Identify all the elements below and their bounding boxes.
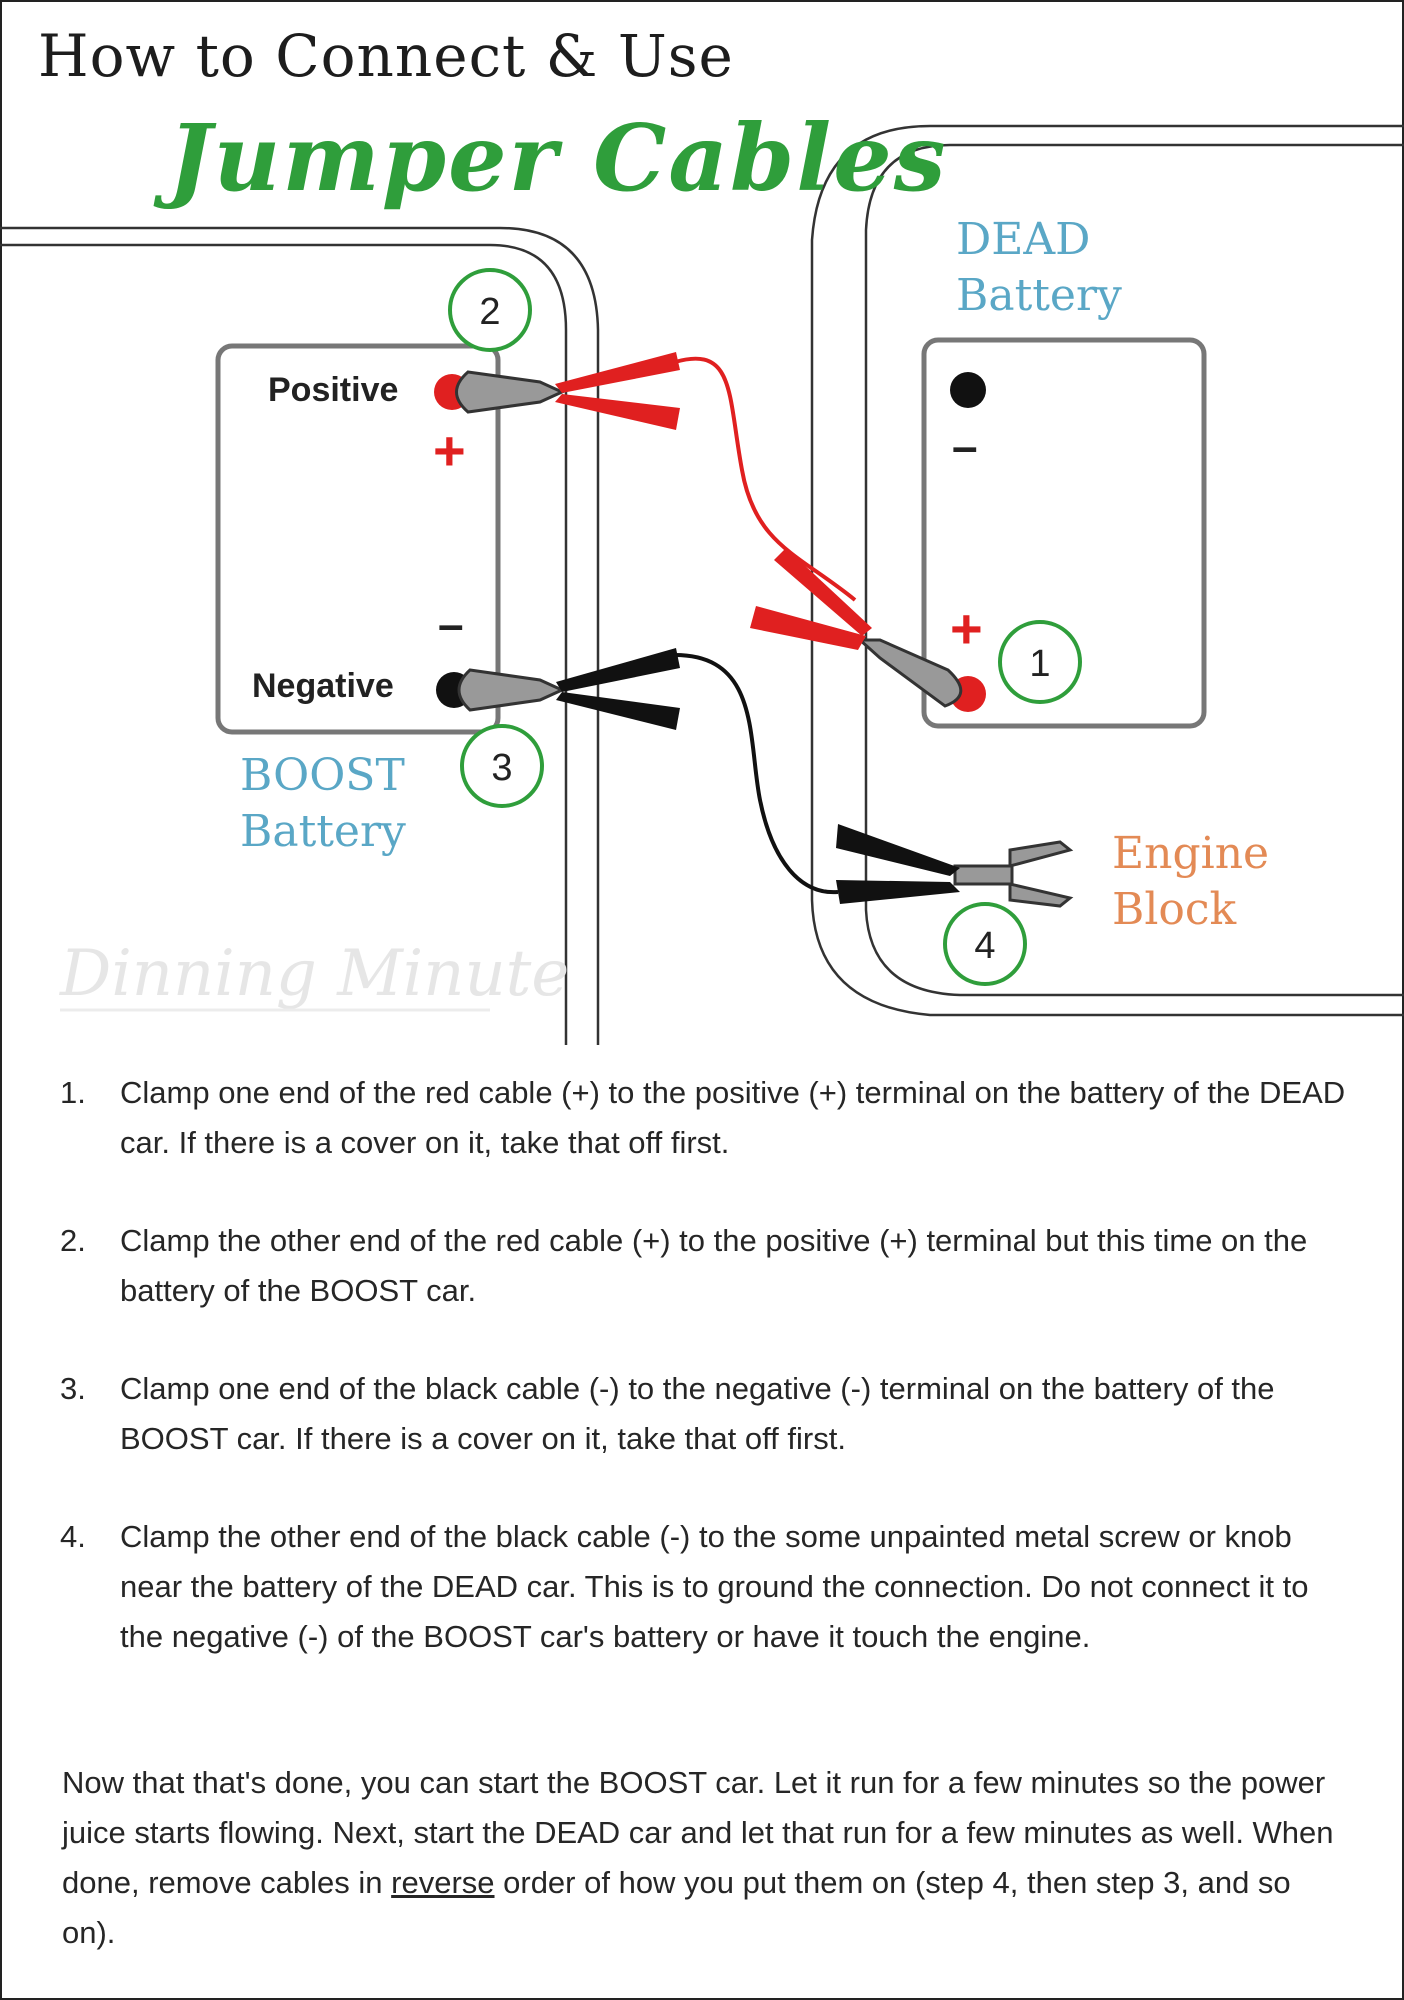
step-marker-1-label: 1	[1029, 643, 1050, 685]
black-clamp-engine	[836, 824, 1074, 908]
step-marker-1: 1	[998, 620, 1082, 704]
step-text: Clamp one end of the black cable (-) to …	[120, 1371, 1275, 1456]
step-marker-3: 3	[460, 724, 544, 808]
step-item: 1. Clamp one end of the red cable (+) to…	[60, 1068, 1350, 1168]
dead-battery-box	[921, 337, 1207, 729]
step-number: 1.	[60, 1075, 86, 1110]
boost-pos-sign: +	[433, 419, 466, 482]
dead-negative-terminal	[950, 372, 986, 408]
negative-label: Negative	[252, 667, 394, 705]
black-cable	[674, 653, 839, 895]
red-cable	[674, 356, 857, 602]
red-clamp-boost	[434, 352, 680, 430]
step-number: 2.	[60, 1223, 86, 1258]
step-marker-4: 4	[943, 902, 1027, 986]
dead-pos-sign: +	[950, 597, 983, 660]
engine-block-label-2: Block	[1112, 884, 1237, 935]
page-subtitle: Jumper Cables	[168, 104, 948, 212]
closing-paragraph: Now that that's done, you can start the …	[62, 1758, 1352, 1958]
closing-text-before: Now that that's done, you can start the …	[62, 1765, 1334, 1900]
dead-battery-label-1: DEAD	[956, 214, 1090, 265]
black-clamp-boost	[436, 648, 680, 730]
positive-label: Positive	[268, 371, 398, 409]
boost-battery-label-2: Battery	[240, 806, 406, 857]
step-number: 3.	[60, 1371, 86, 1406]
step-text: Clamp the other end of the black cable (…	[120, 1519, 1309, 1654]
step-item: 2. Clamp the other end of the red cable …	[60, 1216, 1350, 1316]
step-marker-2-label: 2	[479, 291, 500, 333]
step-marker-2: 2	[448, 268, 532, 352]
step-item: 3. Clamp one end of the black cable (-) …	[60, 1364, 1350, 1464]
boost-battery-box	[215, 343, 501, 735]
dead-battery-label-2: Battery	[956, 270, 1122, 321]
engine-block-label-1: Engine	[1112, 828, 1269, 879]
step-number: 4.	[60, 1519, 86, 1554]
boost-neg-sign: –	[438, 598, 464, 650]
step-marker-3-label: 3	[491, 747, 512, 789]
closing-text-after: order of how you put them on (step 4, th…	[62, 1865, 1291, 1950]
watermark: Dinning Minute	[59, 937, 569, 1011]
red-clamp-dead	[750, 548, 986, 712]
page-title: How to Connect & Use	[38, 22, 734, 90]
boost-car-outline	[0, 226, 600, 1045]
step-text: Clamp one end of the red cable (+) to th…	[120, 1075, 1346, 1160]
steps-list: 1. Clamp one end of the red cable (+) to…	[60, 1068, 1350, 1710]
step-marker-4-label: 4	[974, 925, 995, 967]
closing-text-underlined: reverse	[391, 1865, 495, 1900]
step-text: Clamp the other end of the red cable (+)…	[120, 1223, 1308, 1308]
boost-battery-label-1: BOOST	[240, 750, 405, 801]
dead-neg-sign: –	[952, 420, 978, 472]
step-item: 4. Clamp the other end of the black cabl…	[60, 1512, 1350, 1662]
